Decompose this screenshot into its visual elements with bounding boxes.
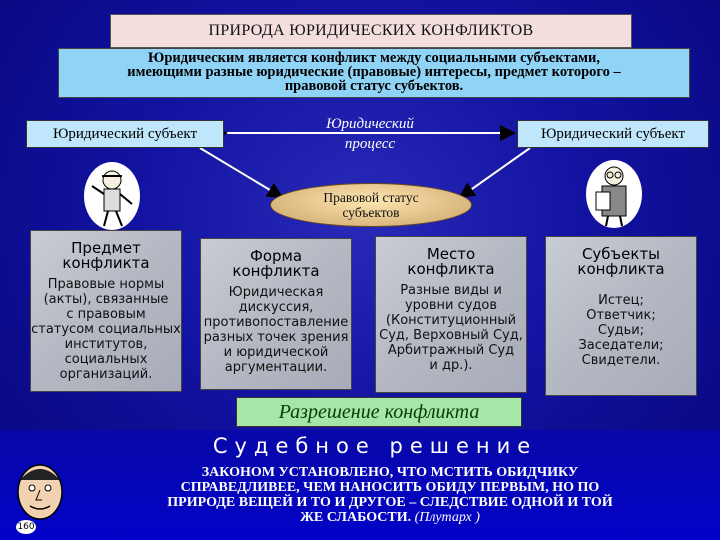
bottom-band	[0, 430, 720, 540]
card-head: Субъекты конфликта	[546, 247, 696, 277]
quote-line: СПРАВЕДЛИВЕЕ, ЧЕМ НАНОСИТЬ ОБИДУ ПЕРВЫМ,…	[180, 480, 600, 495]
judge-figure-right	[586, 160, 642, 228]
card-body-line: институтов,	[64, 337, 148, 352]
page-title: ПРИРОДА ЮРИДИЧЕСКИХ КОНФЛИКТОВ	[110, 14, 632, 48]
card-body-line: Свидетели.	[581, 353, 661, 368]
card-body: Истец; Ответчик; Судьи; Заседатели; Свид…	[546, 293, 696, 368]
card-body-line: социальных	[64, 352, 148, 367]
subject-left: Юридический субъект	[26, 120, 224, 148]
card-body-line: уровни судов	[404, 298, 498, 313]
process-line: процесс	[344, 136, 396, 152]
card-subject-matter: Предмет конфликта Правовые нормы (акты),…	[30, 230, 182, 392]
card-body-line: Ответчик;	[586, 308, 656, 323]
card-head-line: конфликта	[232, 262, 320, 280]
card-body-line: статусом социальных	[31, 322, 181, 337]
card-body-line: Юридическая	[228, 285, 324, 300]
card-head-line: Субъекты	[581, 245, 661, 263]
definition-line: правовой статус субъектов.	[284, 78, 464, 94]
card-body-line: с правовым	[66, 307, 146, 322]
card-head-line: конфликта	[62, 254, 150, 272]
definition-line: Юридическим является конфликт между соци…	[148, 50, 600, 66]
card-form: Форма конфликта Юридическая дискуссия, п…	[200, 238, 352, 390]
card-head-line: Предмет	[71, 239, 141, 257]
arrow-left-to-status	[199, 147, 284, 199]
page-number: 160	[16, 520, 36, 534]
subject-left-label: Юридический субъект	[52, 125, 197, 142]
card-body-line: разных точек зрения	[203, 330, 349, 345]
quote-block: ЗАКОНОМ УСТАНОВЛЕНО, ЧТО МСТИТЬ ОБИДЧИКУ…	[70, 465, 710, 525]
definition-box: Юридическим является конфликт между соци…	[58, 48, 690, 98]
card-body-line: (акты), связанные	[43, 292, 169, 307]
subject-right-label: Юридический субъект	[540, 125, 685, 142]
card-body-line: Суд, Верховный Суд,	[379, 328, 523, 343]
card-head-line: конфликта	[577, 260, 665, 278]
card-body-line: противопоставление	[203, 315, 349, 330]
card-body-line: Судьи;	[597, 323, 645, 338]
title-text: ПРИРОДА ЮРИДИЧЕСКИХ КОНФЛИКТОВ	[208, 22, 534, 39]
lawyer-figure-left	[84, 162, 140, 230]
card-body: Юридическая дискуссия, противопоставлени…	[201, 285, 351, 375]
card-body-line: аргументации.	[224, 360, 328, 375]
status-line: субъектов	[342, 205, 400, 220]
definition-line: имеющими разные юридические (правовые) и…	[127, 64, 621, 80]
card-head: Место конфликта	[376, 247, 526, 277]
card-body-line: дискуссия,	[238, 300, 314, 315]
card-head-line: Место	[426, 245, 476, 263]
resolution-banner: Разрешение конфликта	[236, 397, 522, 427]
resolution-text: Разрешение конфликта	[278, 400, 480, 423]
process-label: Юридический процесс	[300, 114, 440, 154]
quote-line: ЗАКОНОМ УСТАНОВЛЕНО, ЧТО МСТИТЬ ОБИДЧИКУ	[201, 465, 579, 480]
legal-status-node: Правовой статус субъектов	[270, 183, 472, 227]
quote-author: (Плутарх )	[414, 510, 480, 525]
card-body-line: (Конституционный	[385, 313, 517, 328]
card-head-line: конфликта	[407, 260, 495, 278]
card-body-line: и юридической	[223, 345, 329, 360]
verdict-text: Судебное решение	[212, 434, 538, 458]
arrow-right-to-status	[458, 147, 531, 199]
card-body-line: и др.).	[429, 358, 473, 373]
card-head: Форма конфликта	[201, 249, 351, 279]
process-line: Юридический	[326, 116, 414, 132]
card-head-line: Форма	[249, 247, 303, 265]
card-body-line: Заседатели;	[578, 338, 664, 353]
face-illustration	[17, 464, 63, 520]
card-parties: Субъекты конфликта Истец; Ответчик; Судь…	[545, 236, 697, 396]
card-body-line: Арбитражный Суд	[387, 343, 515, 358]
card-body-line: Истец;	[598, 293, 644, 308]
status-line: Правовой статус	[323, 190, 419, 205]
card-body: Разные виды и уровни судов (Конституцион…	[376, 283, 526, 373]
card-body: Правовые нормы (акты), связанные с право…	[31, 277, 181, 382]
card-head: Предмет конфликта	[31, 241, 181, 271]
card-venue: Место конфликта Разные виды и уровни суд…	[375, 236, 527, 393]
card-body-line: Разные виды и	[400, 283, 502, 298]
card-body-line: организаций.	[59, 367, 153, 382]
quote-last: ЖЕ СЛАБОСТИ.	[300, 510, 412, 525]
card-body-line: Правовые нормы	[47, 277, 165, 292]
quote-last-line: ЖЕ СЛАБОСТИ. (Плутарх )	[70, 510, 710, 525]
quote-line: ПРИРОДЕ ВЕЩЕЙ И ТО И ДРУГОЕ – СЛЕДСТВИЕ …	[167, 495, 613, 510]
subject-right: Юридический субъект	[517, 120, 709, 148]
